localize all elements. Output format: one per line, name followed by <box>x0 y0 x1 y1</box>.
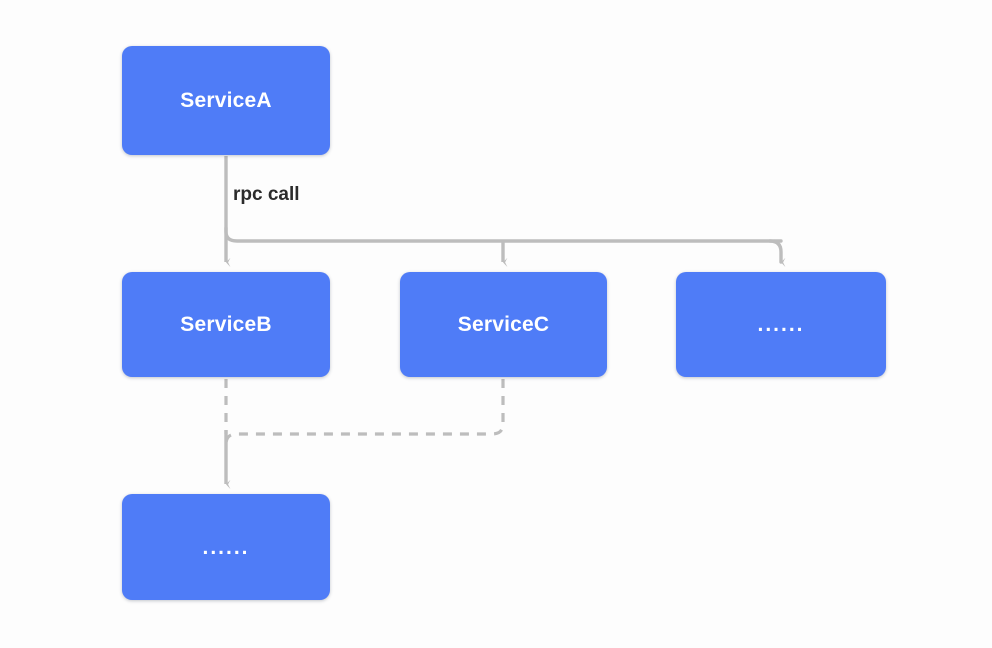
node-service-b[interactable]: ServiceB <box>122 272 330 377</box>
edge-a-to-more <box>768 239 786 268</box>
node-label-service-more: ...... <box>757 313 805 336</box>
edge-label-rpc-call: rpc call <box>233 184 300 205</box>
node-service-bottom-more[interactable]: ...... <box>122 494 330 600</box>
node-label-service-bottom-more: ...... <box>202 535 250 559</box>
node-label-service-a: ServiceA <box>180 89 272 112</box>
edge-a-bus <box>224 226 783 243</box>
edge-c-to-bottom-dashed <box>224 379 505 445</box>
node-service-c[interactable]: ServiceC <box>400 272 607 377</box>
node-service-a[interactable]: ServiceA <box>122 46 330 155</box>
node-service-more[interactable]: ...... <box>676 272 886 377</box>
node-label-service-b: ServiceB <box>180 313 272 336</box>
node-label-service-c: ServiceC <box>457 313 550 336</box>
